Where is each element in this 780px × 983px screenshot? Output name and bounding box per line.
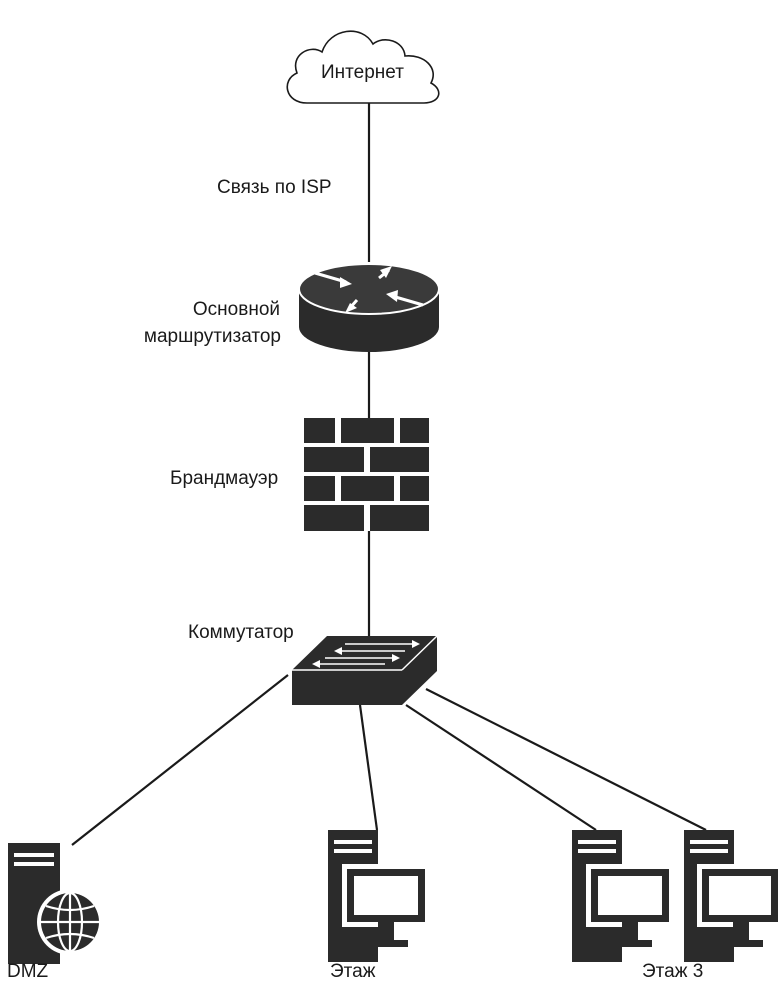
connections xyxy=(71,103,707,846)
router-icon xyxy=(298,263,440,352)
workstation-icon xyxy=(328,830,430,962)
cloud-icon xyxy=(286,30,440,104)
firewall-label: Брандмауэр xyxy=(170,468,279,489)
isp-link-label: Связь по ISP xyxy=(217,177,332,198)
link-switch-dmz xyxy=(71,674,289,846)
floor-label: Этаж xyxy=(330,961,376,982)
server-globe-icon xyxy=(8,843,103,964)
switch-icon xyxy=(292,635,438,705)
workstation-icon xyxy=(572,830,674,962)
router-label-line1: Основной xyxy=(192,299,280,320)
firewall-icon xyxy=(304,418,429,531)
internet-label: Интернет xyxy=(321,62,404,83)
floor3-label: Этаж 3 xyxy=(642,961,704,982)
switch-label: Коммутатор xyxy=(188,622,294,643)
link-switch-floor3b xyxy=(425,688,707,831)
link-switch-floor xyxy=(358,704,379,831)
link-switch-floor3a xyxy=(405,704,597,831)
router-label-line2: маршрутизатор xyxy=(143,326,281,347)
dmz-label: DMZ xyxy=(7,961,49,982)
workstation-icon xyxy=(684,830,779,962)
